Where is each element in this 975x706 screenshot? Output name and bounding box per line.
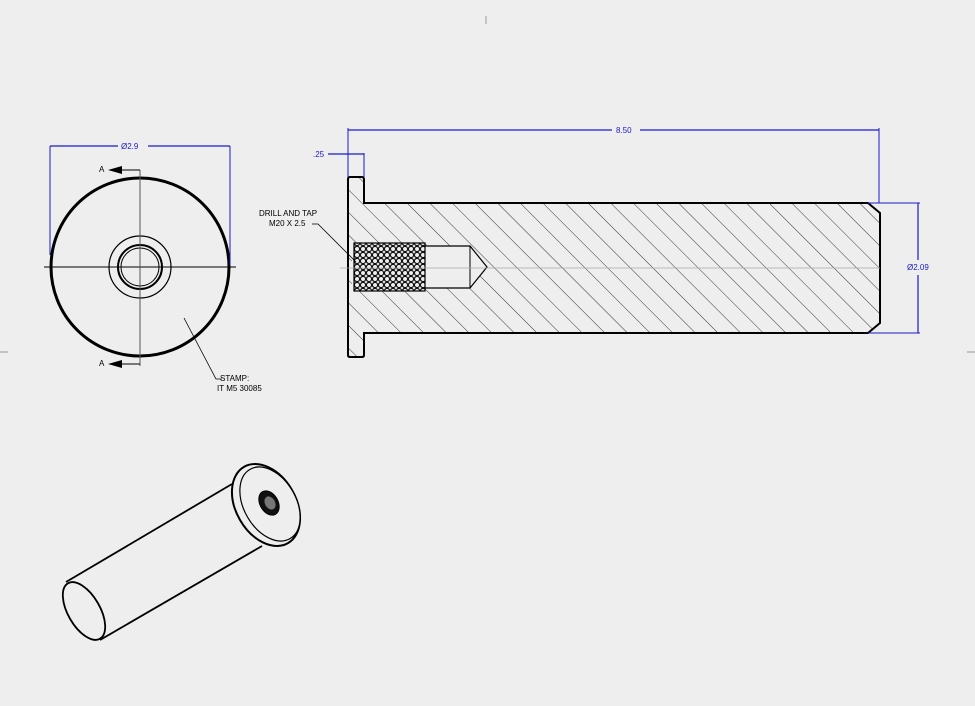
section-mark-bottom: A [99,359,105,368]
stamp-note-line1: STAMP: [220,374,249,383]
hole-note-line2: M20 X 2.5 [269,219,306,228]
hole-note-line1: DRILL AND TAP [259,209,317,218]
shaft-end [61,581,107,641]
front-view: A A Ø2.9 STAMP: IT M5 30085 [44,142,262,393]
section-mark-top: A [99,165,105,174]
drill-hole [425,245,488,289]
section-view: 8.50 .25 Ø2.09 DRILL AND TAP M20 X 2.5 [259,126,929,358]
hole-note-leader [312,223,357,263]
front-diameter-dimension: Ø2.9 [121,142,139,151]
stamp-note-line2: IT M5 30085 [217,384,262,393]
flange-thickness-dimension: .25 [313,150,325,159]
section-arrow-bottom [108,360,122,368]
overall-length-dimension: 8.50 [616,126,632,135]
isometric-view [61,463,302,641]
section-body [347,176,881,358]
section-arrow-top [108,166,122,174]
stamp-leader [183,317,222,380]
body-diameter-dimension: Ø2.09 [907,263,929,272]
tapped-thread [353,242,426,292]
